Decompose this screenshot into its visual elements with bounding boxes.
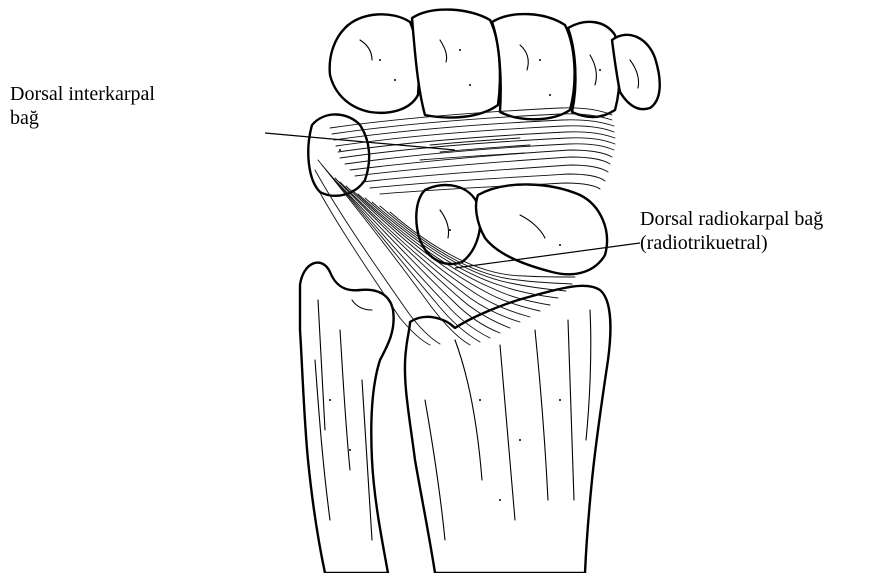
dorsal-interkarpal-ligament — [330, 108, 615, 194]
label-dorsal-interkarpal-line2: bağ — [10, 106, 155, 130]
radius-bone — [405, 286, 610, 573]
ulna-bone — [300, 263, 394, 573]
label-dorsal-interkarpal-line1: Dorsal interkarpal — [10, 82, 155, 106]
label-dorsal-radiokarpal: Dorsal radiokarpal bağ (radiotrikuetral) — [640, 207, 823, 255]
label-dorsal-radiokarpal-line2: (radiotrikuetral) — [640, 231, 823, 255]
label-dorsal-interkarpal: Dorsal interkarpal bağ — [10, 82, 155, 130]
label-dorsal-radiokarpal-line1: Dorsal radiokarpal bağ — [640, 207, 823, 231]
